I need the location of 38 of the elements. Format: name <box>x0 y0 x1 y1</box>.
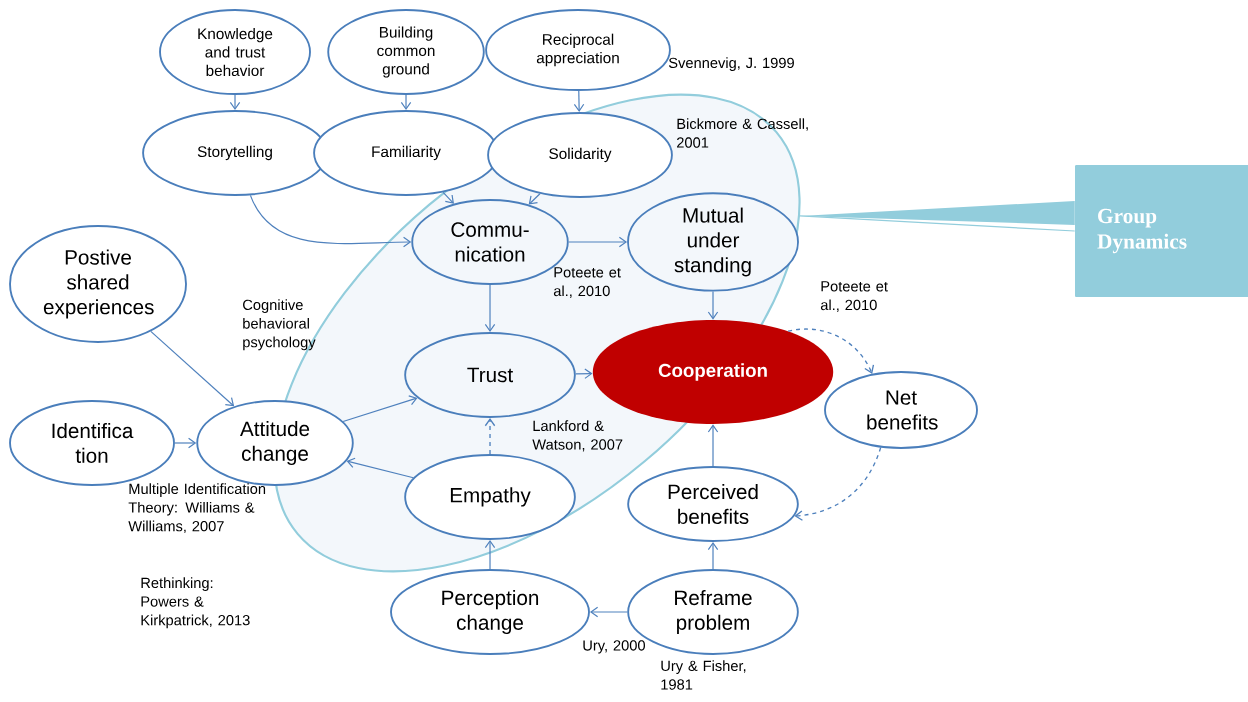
citation-text: Svennevig, J. 1999 <box>668 57 794 71</box>
callout-box: Group Dynamics <box>1075 165 1248 297</box>
arrow <box>484 417 496 455</box>
ellipse-node: Knowledge and trust behavior <box>159 9 311 95</box>
citation-text: Poteete et al., 2010 <box>820 281 888 312</box>
arrow <box>573 90 585 113</box>
arrow <box>342 395 418 423</box>
arrow <box>528 193 541 205</box>
ellipse-node: Storytelling <box>142 110 328 196</box>
arrow <box>150 330 235 407</box>
arrow <box>484 539 496 570</box>
ellipse-node: Trust <box>404 332 576 418</box>
arrow <box>174 437 197 449</box>
arrow <box>229 94 241 111</box>
ellipse-node: Perceived benefits <box>627 466 799 542</box>
arrow <box>575 368 593 379</box>
citation-text: Rethinking: Powers & Kirkpatrick, 2013 <box>141 577 250 629</box>
ellipse-node: Net benefits <box>824 371 978 449</box>
arrow <box>346 457 414 479</box>
arrow <box>707 291 719 320</box>
arrow <box>589 606 628 618</box>
ellipse-node: Mutual under standing <box>627 192 799 292</box>
arrow <box>787 328 875 374</box>
citation-text: Cognitive behavioral psychology <box>243 299 316 351</box>
callout-pointer <box>799 201 1076 232</box>
ellipse-node: Familiarity <box>313 110 499 196</box>
arrow <box>794 446 882 521</box>
citation-text: Bickmore & Cassell, 2001 <box>677 118 808 148</box>
citation-text: Multiple Identification Theory: Williams & Williams, 2007 <box>128 483 266 534</box>
ellipse-node: Building common ground <box>327 9 485 95</box>
ellipse-node: Postive shared experiences <box>9 225 187 343</box>
arrow <box>707 424 719 467</box>
arrow <box>484 284 496 333</box>
arrow <box>400 94 412 111</box>
arrow <box>568 236 628 248</box>
arrow <box>442 191 454 204</box>
arrow <box>249 194 412 248</box>
arrow <box>707 541 719 570</box>
